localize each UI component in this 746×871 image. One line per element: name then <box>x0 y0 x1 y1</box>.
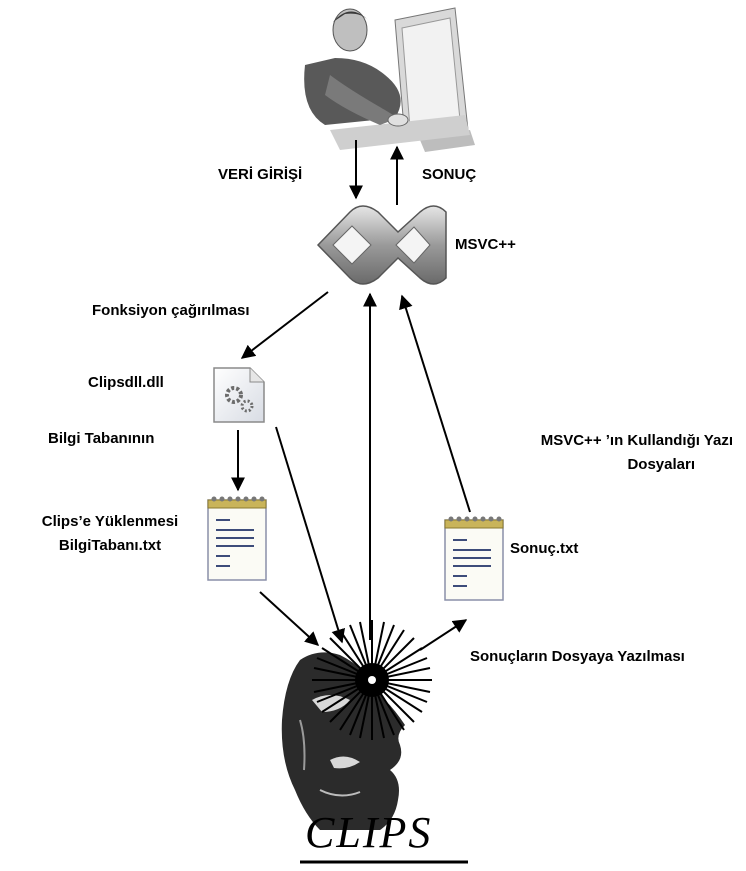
kb-caption-line2: Clips’e Yüklenmesi <box>41 513 179 530</box>
write-results-label: Sonuçların Dosyaya Yazılması <box>470 648 685 665</box>
function-call-label: Fonksiyon çağırılması <box>92 302 250 319</box>
dll-to-clips-arrow <box>275 426 345 644</box>
result-notepad-file-icon <box>444 516 504 601</box>
dll-file-icon <box>213 367 265 423</box>
function-call-arrow <box>240 291 329 359</box>
clips-logo-icon <box>281 620 468 864</box>
dll-label: Clipsdll.dll <box>88 374 164 391</box>
kb-file-label: BilgiTabanı.txt <box>58 537 162 554</box>
kb-caption-line1: Bilgi Tabanının <box>48 430 155 447</box>
result-file-to-msvc-arrow <box>399 294 471 513</box>
kb-to-clips-arrow <box>259 591 320 646</box>
msvc-files-caption-line2: Dosyaları <box>627 456 695 473</box>
clips-to-result-arrow <box>419 619 468 651</box>
result-label: SONUÇ <box>422 166 477 183</box>
visual-studio-logo-icon <box>316 205 447 285</box>
result-file-label: Sonuç.txt <box>510 540 579 557</box>
notepad-file-icon <box>207 496 267 581</box>
clips-logo-text: CLIPS <box>305 808 433 857</box>
msvc-label: MSVC++ <box>455 236 516 253</box>
input-label: VERİ GİRİŞİ <box>218 166 303 183</box>
user-at-computer-icon <box>304 7 475 152</box>
msvc-files-caption-line1: MSVC++ ’ın Kullandığı Yazı <box>540 432 733 449</box>
